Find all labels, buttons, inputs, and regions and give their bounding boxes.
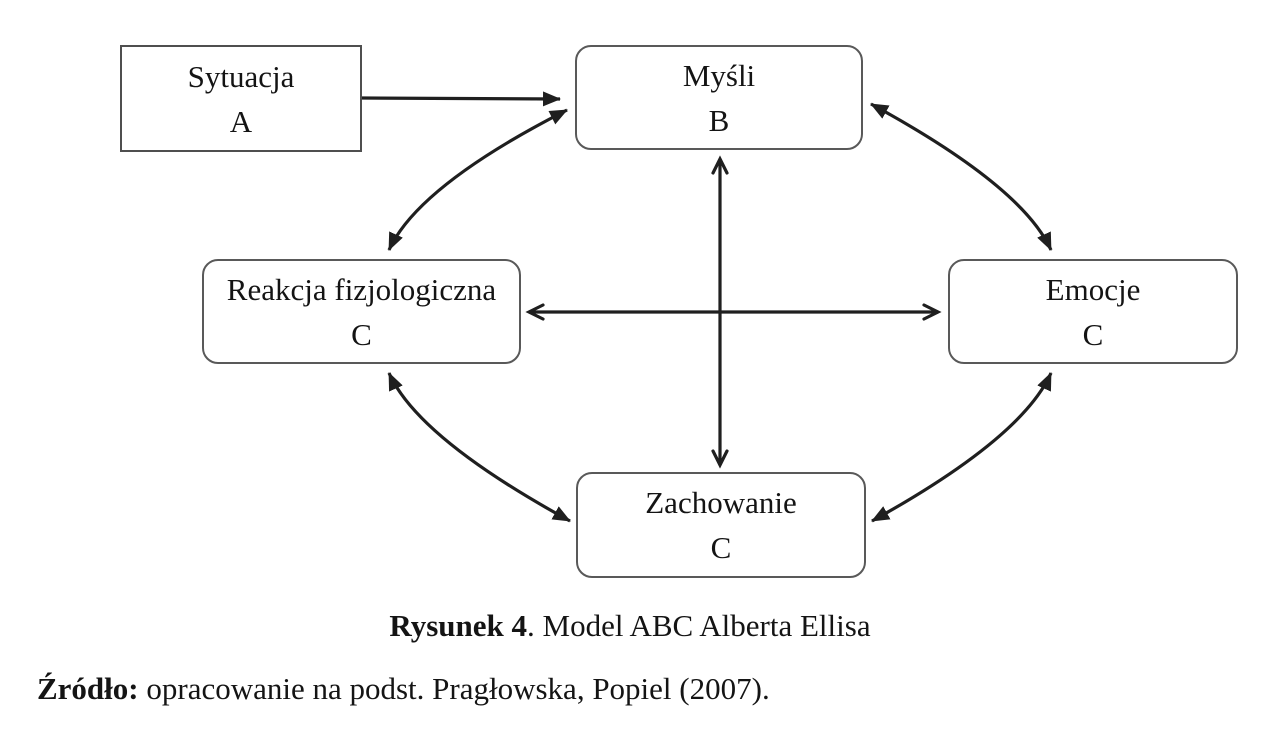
figure-caption-number: Rysunek 4 — [389, 608, 528, 643]
node-sytuacja: Sytuacja A — [120, 45, 362, 152]
figure-source-text: opracowanie na podst. Pragłowska, Popiel… — [138, 671, 770, 706]
node-mysli-letter: B — [708, 102, 730, 138]
node-zachowanie-letter: C — [710, 530, 732, 565]
arrow-emocje-zachowanie — [871, 372, 1053, 523]
node-emocje: Emocje C — [948, 259, 1238, 364]
arrow-sytuacja-to-mysli — [361, 91, 561, 107]
figure-source: Źródło: opracowanie na podst. Pragłowska… — [37, 668, 770, 710]
node-sytuacja-label: Sytuacja — [187, 58, 295, 94]
node-emocje-letter: C — [1082, 316, 1104, 352]
node-sytuacja-letter: A — [229, 103, 253, 139]
node-emocje-label: Emocje — [1045, 271, 1141, 307]
node-mysli-label: Myśli — [682, 57, 756, 93]
figure-caption: Rysunek 4. Model ABC Alberta Ellisa — [0, 606, 1260, 646]
node-mysli: Myśli B — [575, 45, 863, 150]
arrow-mysli-emocje — [870, 102, 1053, 251]
figure-source-label: Źródło: — [37, 671, 139, 706]
node-zachowanie-label: Zachowanie — [645, 485, 797, 520]
node-reakcja-fizjologiczna: Reakcja fizjologiczna C — [202, 259, 521, 364]
node-reakcja-label: Reakcja fizjologiczna — [226, 271, 497, 307]
node-zachowanie: Zachowanie C — [576, 472, 866, 578]
arrow-reakcja-zachowanie — [387, 372, 571, 523]
arrow-mysli-reakcja — [387, 108, 568, 251]
node-reakcja-letter: C — [351, 316, 372, 352]
figure-caption-text: . Model ABC Alberta Ellisa — [527, 608, 871, 643]
